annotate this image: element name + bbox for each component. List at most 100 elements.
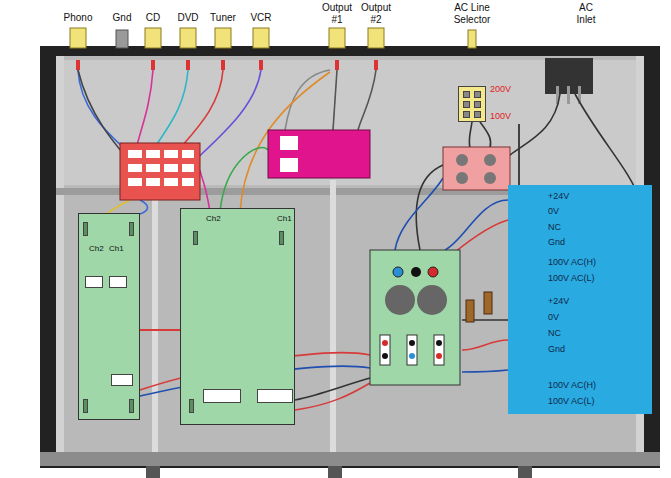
chassis-part	[145, 28, 161, 48]
terminal-label: 100V	[490, 111, 511, 121]
chassis-part	[455, 220, 508, 252]
chassis-part	[40, 452, 660, 466]
chassis-part	[146, 178, 160, 186]
chassis-part	[152, 195, 158, 453]
connector-label: Output #2	[358, 2, 394, 26]
chassis-part	[330, 180, 336, 453]
chassis-part	[382, 340, 388, 346]
chassis-part	[462, 340, 508, 350]
chassis-part	[268, 130, 370, 178]
chassis-part	[164, 178, 178, 186]
preamp-board: Ch2Ch1	[78, 213, 140, 420]
wire	[518, 124, 520, 185]
chassis-part	[146, 150, 160, 158]
chassis-part	[328, 466, 342, 478]
chassis-part	[259, 60, 263, 70]
connector-label: AC Line Selector	[448, 2, 496, 26]
chassis-part	[78, 70, 150, 185]
board-pad	[279, 231, 284, 245]
board-pad	[257, 389, 293, 403]
chassis-part	[146, 466, 160, 478]
chassis-part	[333, 70, 337, 130]
chassis-part	[436, 340, 442, 346]
chassis-part	[417, 285, 447, 315]
terminal-label: 0V	[548, 312, 559, 322]
chassis-part	[518, 466, 532, 478]
chassis-part	[368, 28, 384, 48]
connector-label: Phono	[58, 12, 98, 24]
chassis-part	[445, 200, 508, 250]
chassis-part	[164, 164, 178, 172]
chassis-part	[215, 28, 231, 48]
chassis-part	[436, 353, 442, 359]
chassis-part	[411, 267, 421, 277]
terminal-label: Gnd	[548, 237, 565, 247]
chassis-part	[358, 70, 376, 130]
terminal-label: 100V AC(L)	[548, 273, 595, 283]
chassis-part	[280, 136, 298, 150]
chassis-part	[108, 200, 130, 213]
chassis-part	[370, 250, 460, 385]
chassis-part	[409, 353, 415, 359]
board-pad	[109, 276, 127, 288]
board-pad	[203, 389, 241, 403]
chassis-part	[128, 178, 142, 186]
connector-label: VCR	[246, 12, 276, 24]
terminal-label: Ch2	[206, 214, 221, 223]
terminal-label: 100V AC(H)	[548, 257, 596, 267]
chassis-part	[164, 150, 178, 158]
connector-label: DVD	[173, 12, 203, 24]
terminal-label: +24V	[548, 296, 569, 306]
board-pad	[193, 231, 198, 245]
chassis-part	[407, 335, 417, 365]
chassis-part	[180, 28, 196, 48]
board-pad	[463, 111, 470, 118]
chassis-part	[182, 164, 194, 172]
terminal-label: +24V	[548, 191, 569, 201]
board-pad	[474, 101, 481, 108]
chassis-part	[480, 122, 491, 148]
chassis-part	[220, 148, 268, 212]
terminal-label: NC	[548, 328, 561, 338]
connector-label: AC Inlet	[571, 2, 601, 26]
board-pad	[85, 276, 103, 288]
chassis-part	[484, 292, 492, 314]
power-terminal-block	[443, 147, 510, 190]
power-supply-board	[370, 250, 460, 385]
chassis-part	[374, 60, 378, 70]
chassis-part	[456, 154, 468, 166]
chassis-part	[116, 30, 128, 48]
connector-label: Output #1	[319, 2, 355, 26]
chassis-part	[484, 172, 496, 184]
transformer: +24V0VNCGnd100V AC(H)100V AC(L)	[508, 185, 652, 292]
board-pad	[83, 222, 88, 236]
chassis-part	[335, 60, 339, 70]
chassis-part	[380, 335, 390, 365]
chassis-part	[385, 285, 415, 315]
connector-label: CD	[138, 12, 168, 24]
rca-jacks	[70, 28, 476, 70]
board-pad	[83, 399, 88, 413]
chassis-part	[468, 30, 476, 48]
terminal-label: Gnd	[548, 344, 565, 354]
chassis-part	[295, 383, 370, 410]
chassis-part	[40, 46, 660, 468]
transformer: +24V0VNCGnd100V AC(H)100V AC(L)	[508, 292, 652, 414]
board-pad	[129, 399, 134, 413]
chassis-part	[200, 170, 210, 212]
board-pad	[111, 374, 133, 386]
board-pad	[474, 111, 481, 118]
chassis-part	[136, 70, 153, 150]
chassis-part	[151, 60, 155, 70]
chassis-part	[56, 56, 64, 452]
chassis-part	[146, 164, 160, 172]
board-pad	[189, 399, 194, 413]
board-pad	[129, 222, 134, 236]
chassis-part	[466, 300, 474, 322]
chassis-part	[393, 267, 403, 277]
chassis-part	[510, 94, 560, 155]
connector-label: Tuner	[205, 12, 241, 24]
chassis-part	[567, 86, 570, 104]
